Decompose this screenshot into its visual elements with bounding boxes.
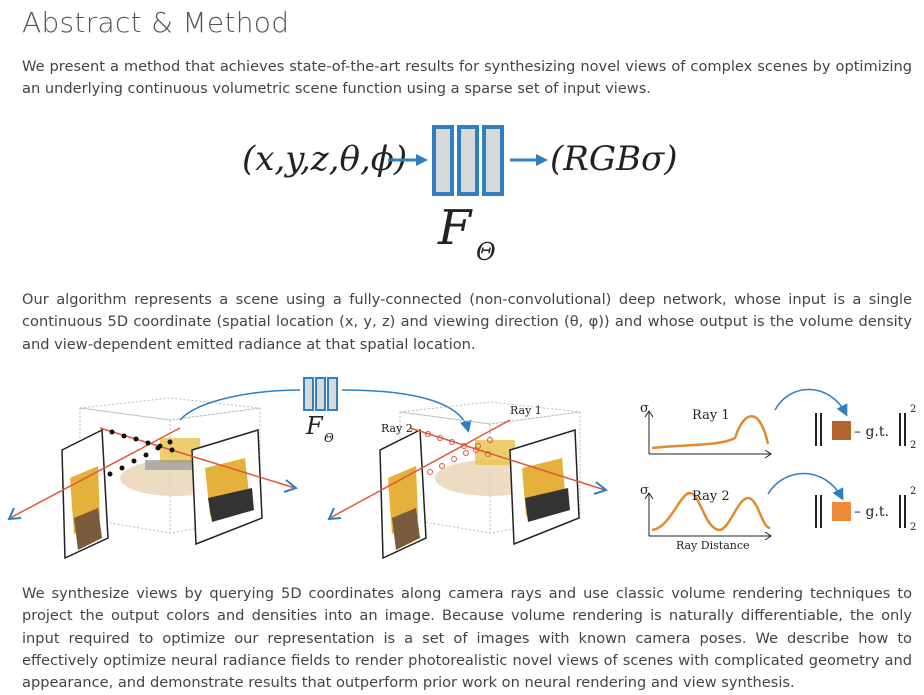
equation-output: (RGBσ) [550,139,677,179]
norm-exp-2: 2 [910,486,916,497]
intro-paragraph: We present a method that achieves state-… [22,58,912,98]
output-ray-2 [327,419,511,521]
sample-points [107,429,175,477]
sigma-label-2: σ [640,483,649,498]
output-arrow [510,154,548,166]
camera-ray-2 [7,427,181,521]
rendered-color-swatch-1 [832,421,851,440]
input-arrow [388,154,428,166]
camera-ray-1 [99,427,299,493]
synthesis-paragraph: We synthesize views by querying 5D coord… [22,585,912,692]
loss-term-ray2: – g.t. 2 2 [767,472,916,533]
gt-label-1: – g.t. [854,424,889,440]
algorithm-paragraph: Our algorithm represents a scene using a… [22,291,912,353]
mini-network-subscript: Θ [324,431,334,445]
network-label: F [437,200,473,256]
loss-term-ray1: – g.t. 2 2 [774,388,916,451]
network-subscript: Θ [476,238,496,266]
equation-input: (x,y,z,θ,ϕ) [242,139,407,179]
gt-label-2: – g.t. [854,504,889,520]
mini-network-label: F [305,412,324,440]
input-image-left [61,428,109,560]
norm-exp-1-sub: 2 [910,440,916,451]
density-plot-ray1: σ Ray 1 [640,401,772,459]
scene-sampling-panel [7,397,299,560]
scene-output-panel: Ray 2 Ray 1 [327,401,609,560]
network-block-icon [432,125,504,196]
plot-ray1-label: Ray 1 [692,408,730,423]
equation-figure: (x,y,z,θ,ϕ) (RGBσ) F Θ [242,125,677,266]
plot-ray2-label: Ray 2 [692,489,730,504]
pipeline-figure: F Θ [7,377,916,560]
ray-distance-label: Ray Distance [676,539,750,552]
mini-network-icon [303,377,338,411]
output-sample-points [425,431,493,475]
scene-bounding-box-2 [399,401,581,534]
ray1-label: Ray 1 [510,404,542,417]
density-plot-ray2: σ Ray 2 Ray Distance [640,483,772,552]
norm-exp-1: 2 [910,404,916,415]
ray2-label: Ray 2 [381,422,413,435]
output-image-left [379,428,427,560]
norm-exp-2-sub: 2 [910,522,916,533]
section-heading: Abstract & Method [22,6,290,39]
input-image-right [191,429,263,546]
output-image-right [509,428,580,546]
sigma-label-1: σ [640,401,649,416]
bulldozer-model-2 [475,440,515,465]
rendered-color-swatch-2 [832,502,851,521]
